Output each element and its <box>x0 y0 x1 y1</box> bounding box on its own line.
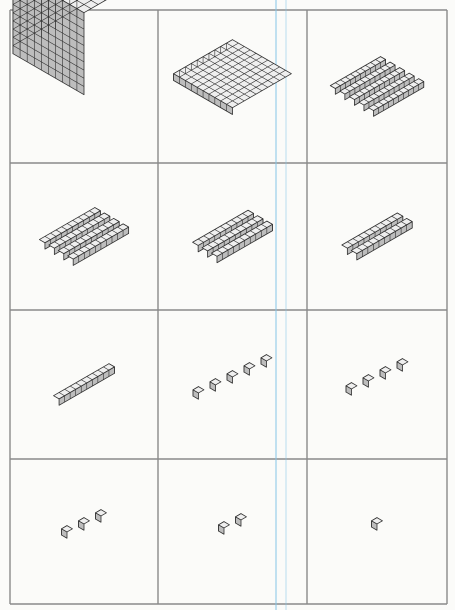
one-unit-cube <box>62 526 73 539</box>
cell-r1-c1 <box>13 0 155 95</box>
cell-r3-c3 <box>346 359 408 396</box>
one-unit-cube <box>79 518 90 531</box>
cell-r4-c2 <box>219 514 247 535</box>
cell-r3-c2 <box>193 355 272 400</box>
one-unit-cube <box>96 510 107 523</box>
one-unit-cube <box>219 522 230 535</box>
one-unit-cube <box>372 518 383 531</box>
cell-r2-c2 <box>193 210 273 262</box>
hundred-flat <box>174 40 292 115</box>
cell-r1-c3 <box>330 57 423 117</box>
cell-r3-c1 <box>54 364 115 406</box>
cell-r2-c3 <box>342 213 412 260</box>
ten-rod <box>54 364 115 406</box>
cell-r4-c1 <box>62 510 107 539</box>
cell-r2-c1 <box>39 208 128 266</box>
cell-r4-c3 <box>372 518 383 531</box>
one-unit-cube <box>363 375 374 388</box>
one-unit-cube <box>261 355 272 368</box>
cell-r1-c2 <box>174 40 292 115</box>
thousand-cube <box>13 0 155 95</box>
one-unit-cube <box>210 379 221 392</box>
one-unit-cube <box>380 367 391 380</box>
one-unit-cube <box>193 387 204 400</box>
one-unit-cube <box>346 383 357 396</box>
one-unit-cube <box>236 514 247 527</box>
one-unit-cube <box>244 363 255 376</box>
one-unit-cube <box>227 371 238 384</box>
one-unit-cube <box>397 359 408 372</box>
